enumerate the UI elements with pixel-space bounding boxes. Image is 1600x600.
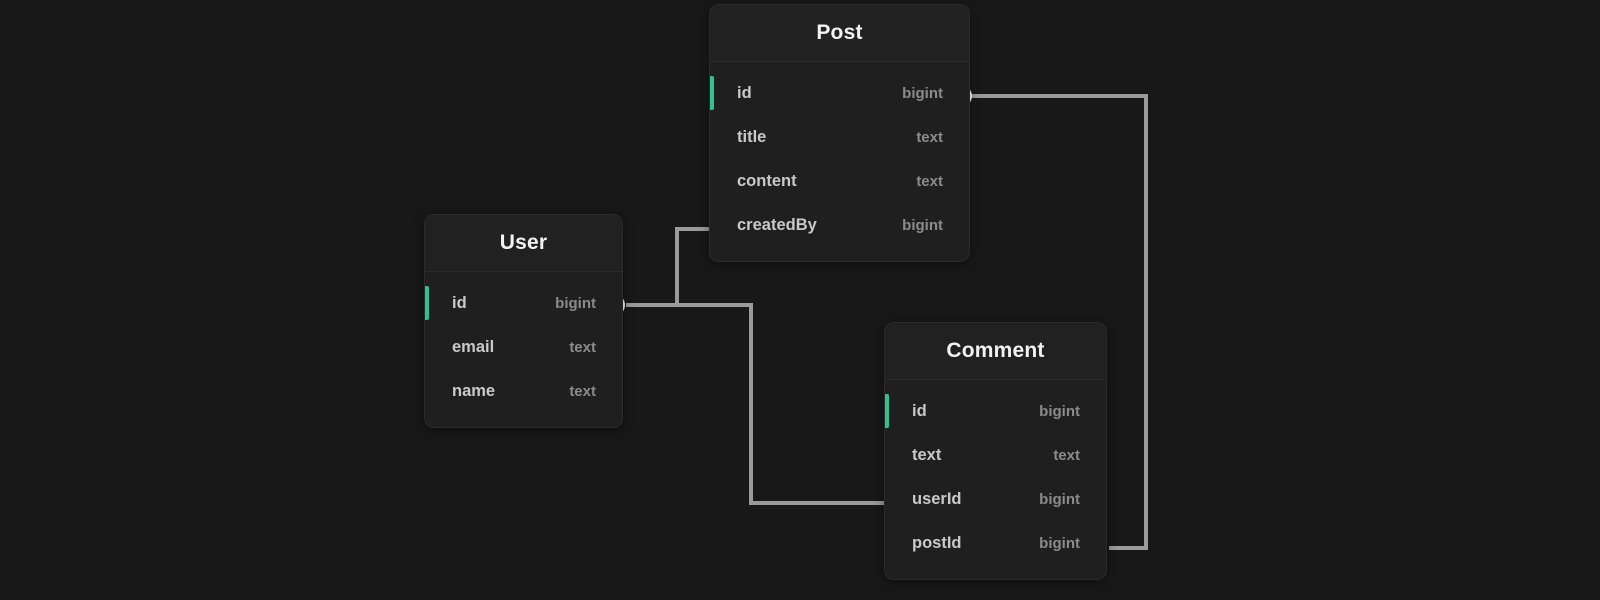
entity-card-comment[interactable]: Comment id bigint text text userId bigin…: [884, 322, 1107, 580]
field-row-user-email[interactable]: email text: [425, 325, 622, 369]
entity-title-post: Post: [816, 21, 863, 44]
entity-title-user: User: [499, 231, 548, 254]
entity-card-user[interactable]: User id bigint email text name text: [424, 214, 623, 428]
primary-key-indicator-icon: [710, 76, 714, 110]
entity-fields-user: id bigint email text name text: [425, 272, 622, 427]
edge-user-id-to-comment-userid: [626, 303, 890, 505]
field-type: text: [916, 128, 943, 146]
field-row-post-createdby[interactable]: createdBy bigint: [710, 203, 969, 247]
entity-header-comment[interactable]: Comment: [885, 323, 1106, 380]
field-name: userId: [912, 489, 962, 508]
field-row-comment-postid[interactable]: postId bigint: [885, 521, 1106, 565]
field-row-post-content[interactable]: content text: [710, 159, 969, 203]
field-name: postId: [912, 533, 962, 552]
field-type: text: [569, 338, 596, 356]
edge-user-id-to-post-createdby: [626, 227, 714, 307]
field-row-comment-id[interactable]: id bigint: [885, 389, 1106, 433]
field-name: title: [737, 127, 767, 146]
field-name: id: [737, 83, 752, 102]
field-type: bigint: [1039, 490, 1080, 508]
field-type: bigint: [1039, 402, 1080, 420]
field-row-post-title[interactable]: title text: [710, 115, 969, 159]
field-row-comment-userid[interactable]: userId bigint: [885, 477, 1106, 521]
field-row-user-id[interactable]: id bigint: [425, 281, 622, 325]
edge-post-id-to-comment-postid: [970, 94, 1148, 550]
field-name: text: [912, 445, 942, 464]
field-name: content: [737, 171, 797, 190]
field-row-user-name[interactable]: name text: [425, 369, 622, 413]
field-name: email: [452, 337, 495, 356]
field-type: bigint: [555, 294, 596, 312]
primary-key-indicator-icon: [425, 286, 429, 320]
field-type: bigint: [902, 84, 943, 102]
entity-card-post[interactable]: Post id bigint title text content text c…: [709, 4, 970, 262]
field-type: text: [1053, 446, 1080, 464]
field-name: id: [452, 293, 467, 312]
entity-fields-post: id bigint title text content text create…: [710, 62, 969, 261]
field-name: name: [452, 381, 496, 400]
field-type: bigint: [1039, 534, 1080, 552]
entity-header-post[interactable]: Post: [710, 5, 969, 62]
field-row-comment-text[interactable]: text text: [885, 433, 1106, 477]
field-type: text: [569, 382, 596, 400]
field-name: id: [912, 401, 927, 420]
entity-fields-comment: id bigint text text userId bigint postId…: [885, 380, 1106, 579]
entity-title-comment: Comment: [946, 339, 1045, 362]
field-name: createdBy: [737, 215, 817, 234]
primary-key-indicator-icon: [885, 394, 889, 428]
entity-header-user[interactable]: User: [425, 215, 622, 272]
field-type: bigint: [902, 216, 943, 234]
field-row-post-id[interactable]: id bigint: [710, 71, 969, 115]
field-type: text: [916, 172, 943, 190]
